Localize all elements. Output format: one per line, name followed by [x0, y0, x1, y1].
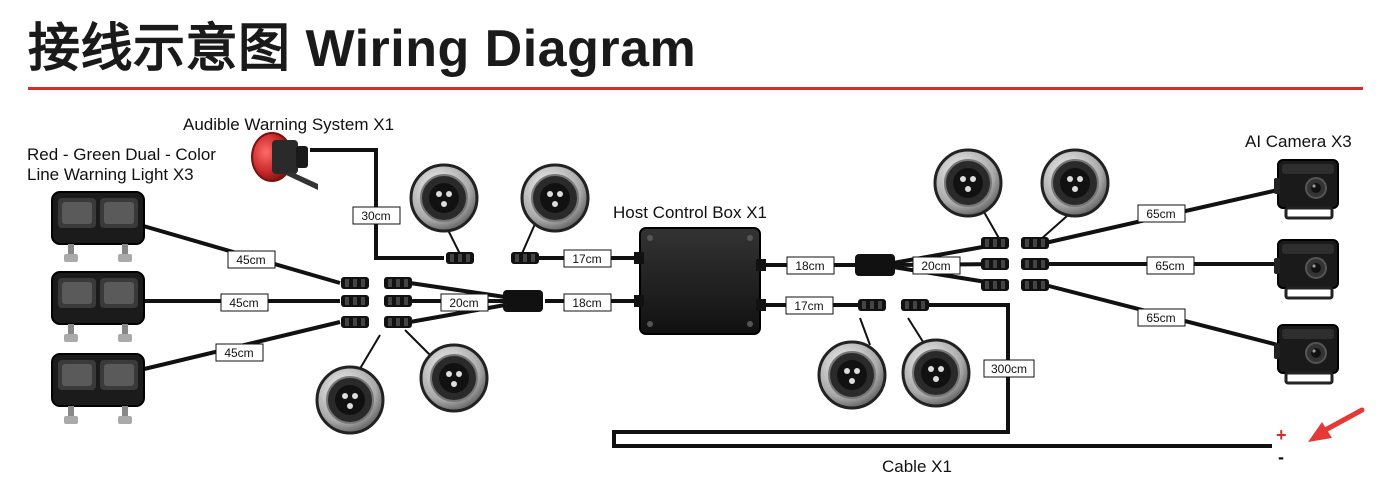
connector-icon: [981, 237, 1009, 249]
length-cam3-65: 65cm: [1146, 311, 1175, 325]
connector-icon: [901, 299, 929, 311]
connector-icon: [1021, 279, 1049, 291]
connector-icon: [511, 252, 539, 264]
host-label: Host Control Box X1: [613, 203, 767, 222]
length-right-20: 20cm: [921, 259, 950, 273]
arrow-icon: [1308, 407, 1365, 442]
left-splitter: [503, 290, 543, 312]
camera-icon: [1272, 158, 1340, 220]
length-audible-17: 17cm: [572, 252, 601, 266]
connector-icon: [1021, 258, 1049, 270]
length-right-18: 18cm: [795, 259, 824, 273]
connector-bubble-camera-female: [1040, 148, 1110, 218]
page-title: 接线示意图 Wiring Diagram: [28, 20, 697, 78]
connector-icon: [981, 279, 1009, 291]
warning-light-icon: [51, 353, 145, 425]
connector-bubble-light-female: [315, 365, 385, 435]
audible-label: Audible Warning System X1: [183, 115, 394, 134]
connector-icon: [1021, 237, 1049, 249]
connector-bubble-light-male: [419, 343, 489, 413]
length-labels: 30cm 45cm 45cm 45cm 20cm 18cm 17cm 18cm …: [215, 204, 1195, 378]
light-label-line2: Line Warning Light X3: [27, 165, 194, 184]
connector-icon: [384, 277, 412, 289]
connector-icon: [384, 295, 412, 307]
connector-bubble-audible-male: [520, 163, 590, 233]
host-control-box: [634, 227, 766, 335]
connector-icon: [341, 295, 369, 307]
connector-icon: [858, 299, 886, 311]
cable-label: Cable X1: [882, 457, 952, 476]
length-cam1-65: 65cm: [1146, 207, 1175, 221]
wire-harness-3: [409, 303, 506, 324]
length-cable-300: 300cm: [991, 362, 1027, 376]
length-audible-30: 30cm: [361, 209, 390, 223]
connector-icon: [446, 252, 474, 264]
length-left-20: 20cm: [449, 296, 478, 310]
polarity-minus: -: [1278, 447, 1284, 467]
camera-label: AI Camera X3: [1245, 132, 1352, 151]
connector-bubble-power-female: [817, 340, 887, 410]
light-label-line1: Red - Green Dual - Color: [27, 145, 216, 164]
length-light2-45: 45cm: [229, 296, 258, 310]
wire-power-cable: [612, 303, 1272, 448]
camera-icon: [1272, 323, 1340, 385]
right-splitter: [855, 254, 895, 276]
length-right-17: 17cm: [794, 299, 823, 313]
connector-bubble-camera-male: [933, 148, 1003, 218]
connector-icon: [341, 316, 369, 328]
title-divider: [28, 87, 1363, 90]
length-left-18: 18cm: [572, 296, 601, 310]
connector-icon: [384, 316, 412, 328]
polarity-plus: +: [1276, 425, 1287, 445]
length-cam2-65: 65cm: [1155, 259, 1184, 273]
horn-icon: [251, 132, 318, 190]
wire-harness-1: [409, 281, 506, 299]
camera-icon: [1272, 238, 1340, 300]
warning-light-icon: [51, 191, 145, 263]
connector-icon: [341, 277, 369, 289]
length-light1-45: 45cm: [236, 253, 265, 267]
warning-light-icon: [51, 271, 145, 343]
connector-bubble-audible-female: [409, 163, 479, 233]
inline-connectors: [341, 237, 1049, 328]
length-light3-45: 45cm: [224, 346, 253, 360]
wire-audible: [310, 148, 444, 260]
connector-bubble-power-male: [901, 338, 971, 408]
connector-icon: [981, 258, 1009, 270]
